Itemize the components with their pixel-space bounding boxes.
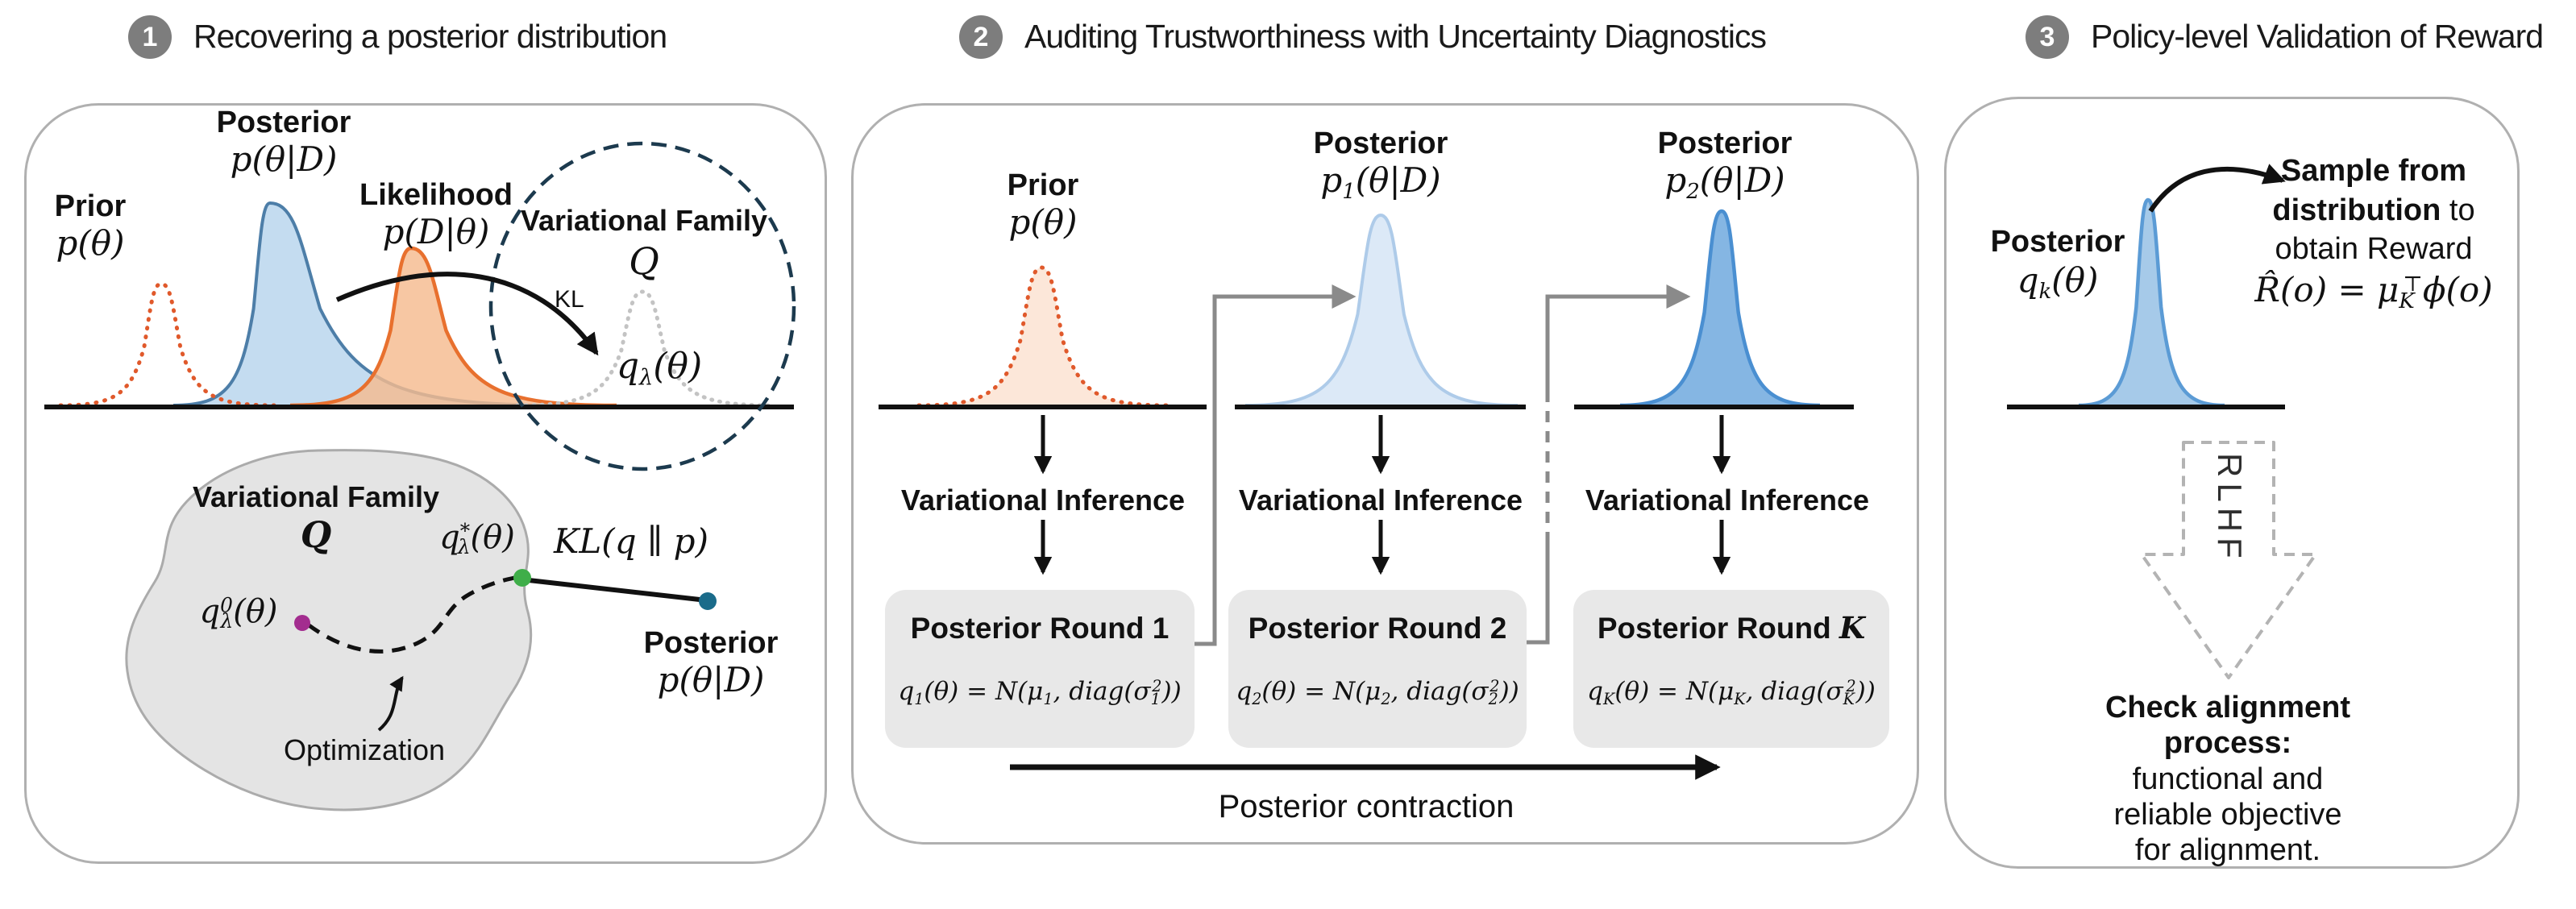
check-line-4: reliable objective: [2113, 798, 2342, 832]
step-3-title: Policy-level Validation of Reward: [2091, 18, 2544, 55]
prior-label-p1: Prior: [54, 189, 127, 223]
rlhf-label: RLHF: [2211, 453, 2249, 564]
posterior-dot-label: Posterior: [643, 626, 779, 660]
check-line-5: for alignment.: [2134, 833, 2321, 867]
kl-distance-line: [528, 578, 700, 602]
q-star-dot: [513, 569, 531, 587]
sample-line-2-rest: to: [2441, 193, 2475, 227]
q-star-math: q*λ(θ): [439, 519, 515, 559]
prior-math-p2: p(θ): [1008, 202, 1078, 242]
optimization-trajectory-dashed: [306, 575, 521, 654]
step-1-badge: 1: [128, 15, 172, 59]
panel-1-frame: [24, 103, 827, 864]
sample-line-2: distribution to: [2272, 193, 2474, 228]
q-init-math: q0λ(θ): [199, 593, 278, 633]
variational-q-curve-panel1: [515, 289, 775, 408]
prior-label-p2: Prior: [1007, 168, 1079, 202]
posterior2-label-p2: Posterior: [1657, 127, 1793, 160]
check-line-3: functional and: [2132, 762, 2324, 796]
step-2-title: Auditing Trustworthiness with Uncertaint…: [1024, 18, 1767, 55]
variational-family-ellipse: [488, 141, 796, 471]
round-k-title-text: Posterior Round: [1597, 612, 1839, 645]
panel-3-frame: [1944, 97, 2520, 869]
q-lambda-math: qλ(θ): [616, 346, 703, 391]
posterior1-label-p2: Posterior: [1313, 127, 1448, 160]
posterior-label-p3: Posterior: [1990, 225, 2125, 259]
posterior-dot-math: p(θ|D): [657, 660, 765, 699]
posterior-round-k-box: [1573, 590, 1889, 748]
kl-arrow-label: KL: [555, 286, 584, 313]
posterior-qk-curve-panel3-fill: [2079, 200, 2225, 405]
round-k-title: Posterior Round K: [1598, 612, 1865, 645]
rlhf-dashed-arrow: [2140, 441, 2317, 679]
round-k-title-italic: K: [1839, 610, 1866, 645]
prior-curve-panel2-fill: [919, 268, 1166, 405]
prior-math-p1: p(θ): [56, 223, 125, 263]
optimization-pointer-arrow: [377, 675, 404, 732]
variational-family-blob: [125, 449, 533, 811]
round-2-title: Posterior Round 2: [1249, 612, 1507, 645]
optimization-label: Optimization: [283, 733, 446, 766]
prior-curve-panel1: [58, 281, 276, 408]
posterior-round-1-box: [885, 590, 1195, 748]
flow-arrows: [1033, 415, 1731, 575]
vi-label-2: Variational Inference: [1238, 484, 1523, 517]
round-1-title-text: Posterior Round 1: [910, 612, 1170, 645]
connector-round1-to-posterior1: [1195, 284, 1357, 646]
q-init-dot: [294, 615, 310, 631]
round-2-formula: q2(θ) = N(μ2, diag(σ22)): [1236, 677, 1519, 708]
posterior-curve-panel1-fill: [173, 203, 564, 405]
kl-qp-math: KL(q ∥ p): [554, 521, 708, 561]
variational-family-label-blob: Variational Family: [192, 480, 440, 513]
variational-family-symbol-p1: Q: [629, 239, 659, 283]
round-1-title: Posterior Round 1: [911, 612, 1170, 645]
posterior-qk-curve-panel3: [2078, 197, 2225, 408]
posterior-dot: [699, 592, 717, 610]
likelihood-curve-panel1-fill: [290, 248, 617, 405]
posterior-round1-curve-panel2-fill: [1245, 215, 1518, 405]
sample-curved-arrow: [2148, 164, 2286, 213]
posterior-math-p1: p(θ|D): [230, 139, 338, 179]
posterior-round2-curve-panel2-fill: [1620, 211, 1820, 405]
reward-math: R̂(o) = μK⊤ϕ(o): [2254, 270, 2493, 313]
posterior1-math-p2: p1(θ|D): [1320, 160, 1441, 204]
step-1-title: Recovering a posterior distribution: [193, 18, 667, 55]
posterior-round1-curve-panel2: [1244, 213, 1519, 407]
step-2-badge: 2: [959, 15, 1003, 59]
distribution-curves: [58, 197, 2225, 408]
step-3-badge: 3: [2025, 15, 2069, 59]
sample-line-1: Sample from: [2280, 154, 2467, 188]
posterior2-math-p2: p2(θ|D): [1664, 160, 1785, 204]
posterior-label-p1: Posterior: [216, 106, 351, 139]
posterior-round-2-box: [1228, 590, 1527, 748]
sample-line-3: obtain Reward: [2275, 232, 2473, 266]
check-line-1: Check alignment: [2104, 691, 2351, 724]
sample-line-2-bold: distribution: [2272, 193, 2441, 227]
likelihood-curve-panel1: [289, 246, 617, 408]
posterior-math-p3: qk(θ): [2017, 260, 2099, 304]
round-k-formula: qK(θ) = N(μK, diag(σK2)): [1587, 677, 1876, 708]
round-2-title-text: Posterior Round 2: [1248, 612, 1507, 645]
posterior-contraction-label: Posterior contraction: [1218, 789, 1514, 824]
variational-family-symbol-blob: Q: [300, 515, 332, 556]
round-1-formula: q1(θ) = N(μ1, diag(σ12)): [898, 677, 1182, 708]
connector-round2-lower: [1527, 543, 1550, 645]
connector-round2-to-posterior2: [1545, 284, 1691, 396]
prior-curve-panel2: [916, 265, 1169, 408]
panel-2-frame: [851, 103, 1919, 845]
vi-label-1: Variational Inference: [900, 484, 1186, 517]
variational-family-label-p1: Variational Family: [520, 204, 768, 237]
kl-curved-arrow: [335, 272, 599, 356]
check-line-2: process:: [2163, 726, 2292, 760]
round-connectors: [1195, 284, 1691, 646]
likelihood-label-p1: Likelihood: [359, 178, 513, 212]
likelihood-math-p1: p(D|θ): [382, 212, 490, 251]
posterior-round2-curve-panel2: [1619, 209, 1821, 408]
vi-label-3: Variational Inference: [1585, 484, 1870, 517]
